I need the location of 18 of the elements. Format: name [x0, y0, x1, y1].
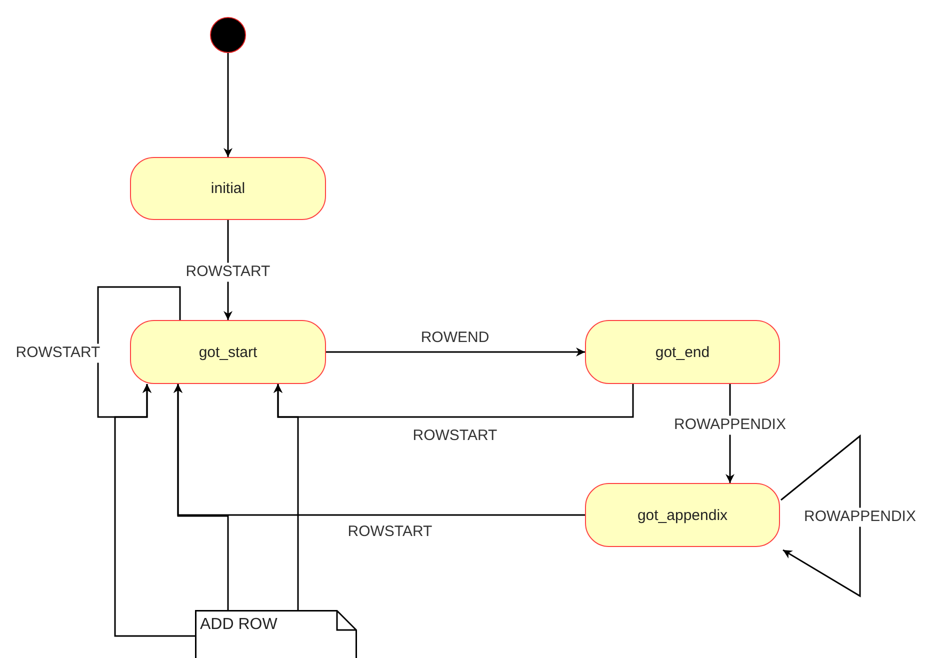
arrow — [780, 434, 861, 598]
edge-label: ROWAPPENDIX — [672, 416, 788, 434]
arrow — [224, 53, 232, 157]
start-dot — [210, 17, 246, 53]
arrow — [326, 348, 585, 356]
state-box: got_appendix — [585, 483, 780, 547]
arrow — [174, 384, 229, 610]
arrow — [97, 286, 181, 418]
state-box: got_end — [585, 320, 780, 384]
edge-label: ROWAPPENDIX — [802, 508, 918, 526]
edge-label: ROWSTART — [14, 344, 102, 362]
edge-label: ROWSTART — [184, 262, 272, 282]
state-box: got_start — [130, 320, 326, 384]
state-box: initial — [130, 157, 326, 220]
document-label: ADD ROW — [200, 616, 278, 634]
arrow — [114, 384, 195, 637]
arrow — [274, 384, 299, 610]
document-shape — [195, 610, 357, 658]
